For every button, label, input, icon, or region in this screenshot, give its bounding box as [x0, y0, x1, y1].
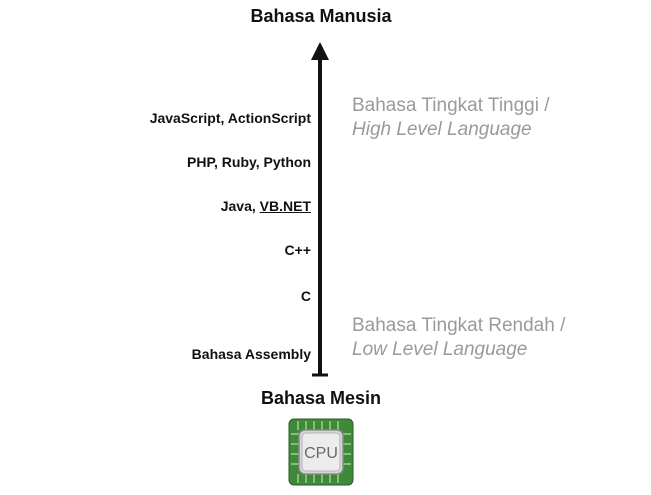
- high-level-label: Bahasa Tingkat Tinggi / High Level Langu…: [352, 94, 550, 142]
- cpu-text: CPU: [304, 445, 338, 462]
- high-level-label-line1: Bahasa Tingkat Tinggi /: [352, 95, 550, 116]
- level-arrow: [311, 42, 329, 377]
- language-java: Java,: [220, 198, 260, 214]
- language-vbnet: VB.NET: [259, 198, 311, 214]
- cpu-icon: CPU: [288, 418, 354, 486]
- bottom-label-machine-language: Bahasa Mesin: [260, 388, 382, 408]
- language-java-vbnet: Java, VB.NET: [221, 198, 311, 214]
- low-level-label-line1: Bahasa Tingkat Rendah /: [352, 315, 566, 336]
- high-level-label-line2: High Level Language: [352, 119, 532, 140]
- language-c: C: [300, 288, 311, 304]
- arrow-head: [311, 42, 329, 60]
- top-label-human-language: Bahasa Manusia: [250, 6, 392, 26]
- language-javascript-actionscript: JavaScript, ActionScript: [149, 110, 311, 126]
- language-assembly: Bahasa Assembly: [191, 346, 311, 362]
- language-cpp: C++: [284, 242, 311, 258]
- low-level-label-line2: Low Level Language: [352, 339, 528, 360]
- language-php-ruby-python: PHP, Ruby, Python: [187, 154, 311, 170]
- low-level-label: Bahasa Tingkat Rendah / Low Level Langua…: [352, 314, 565, 362]
